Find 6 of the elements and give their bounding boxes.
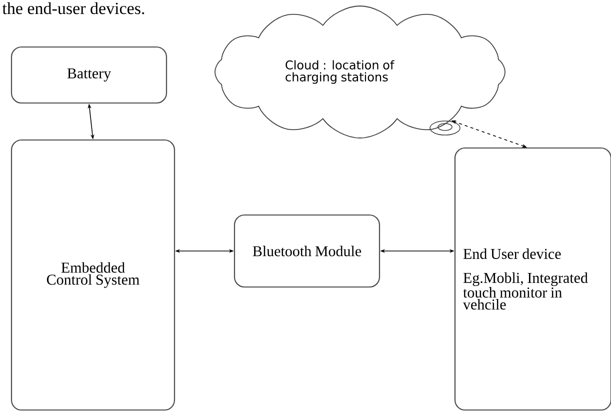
caption-text: the end-user devices.	[2, 2, 144, 14]
block-box: End User device Eg.Mobli, Integrated touch monitor in vehcile	[454, 147, 611, 411]
thought-cloud: Cloud : location of charging stations	[214, 6, 506, 138]
block-box: Embedded Control System	[10, 139, 176, 411]
block-box: Battery	[10, 46, 168, 104]
block-box: Bluetooth Module	[234, 214, 380, 288]
